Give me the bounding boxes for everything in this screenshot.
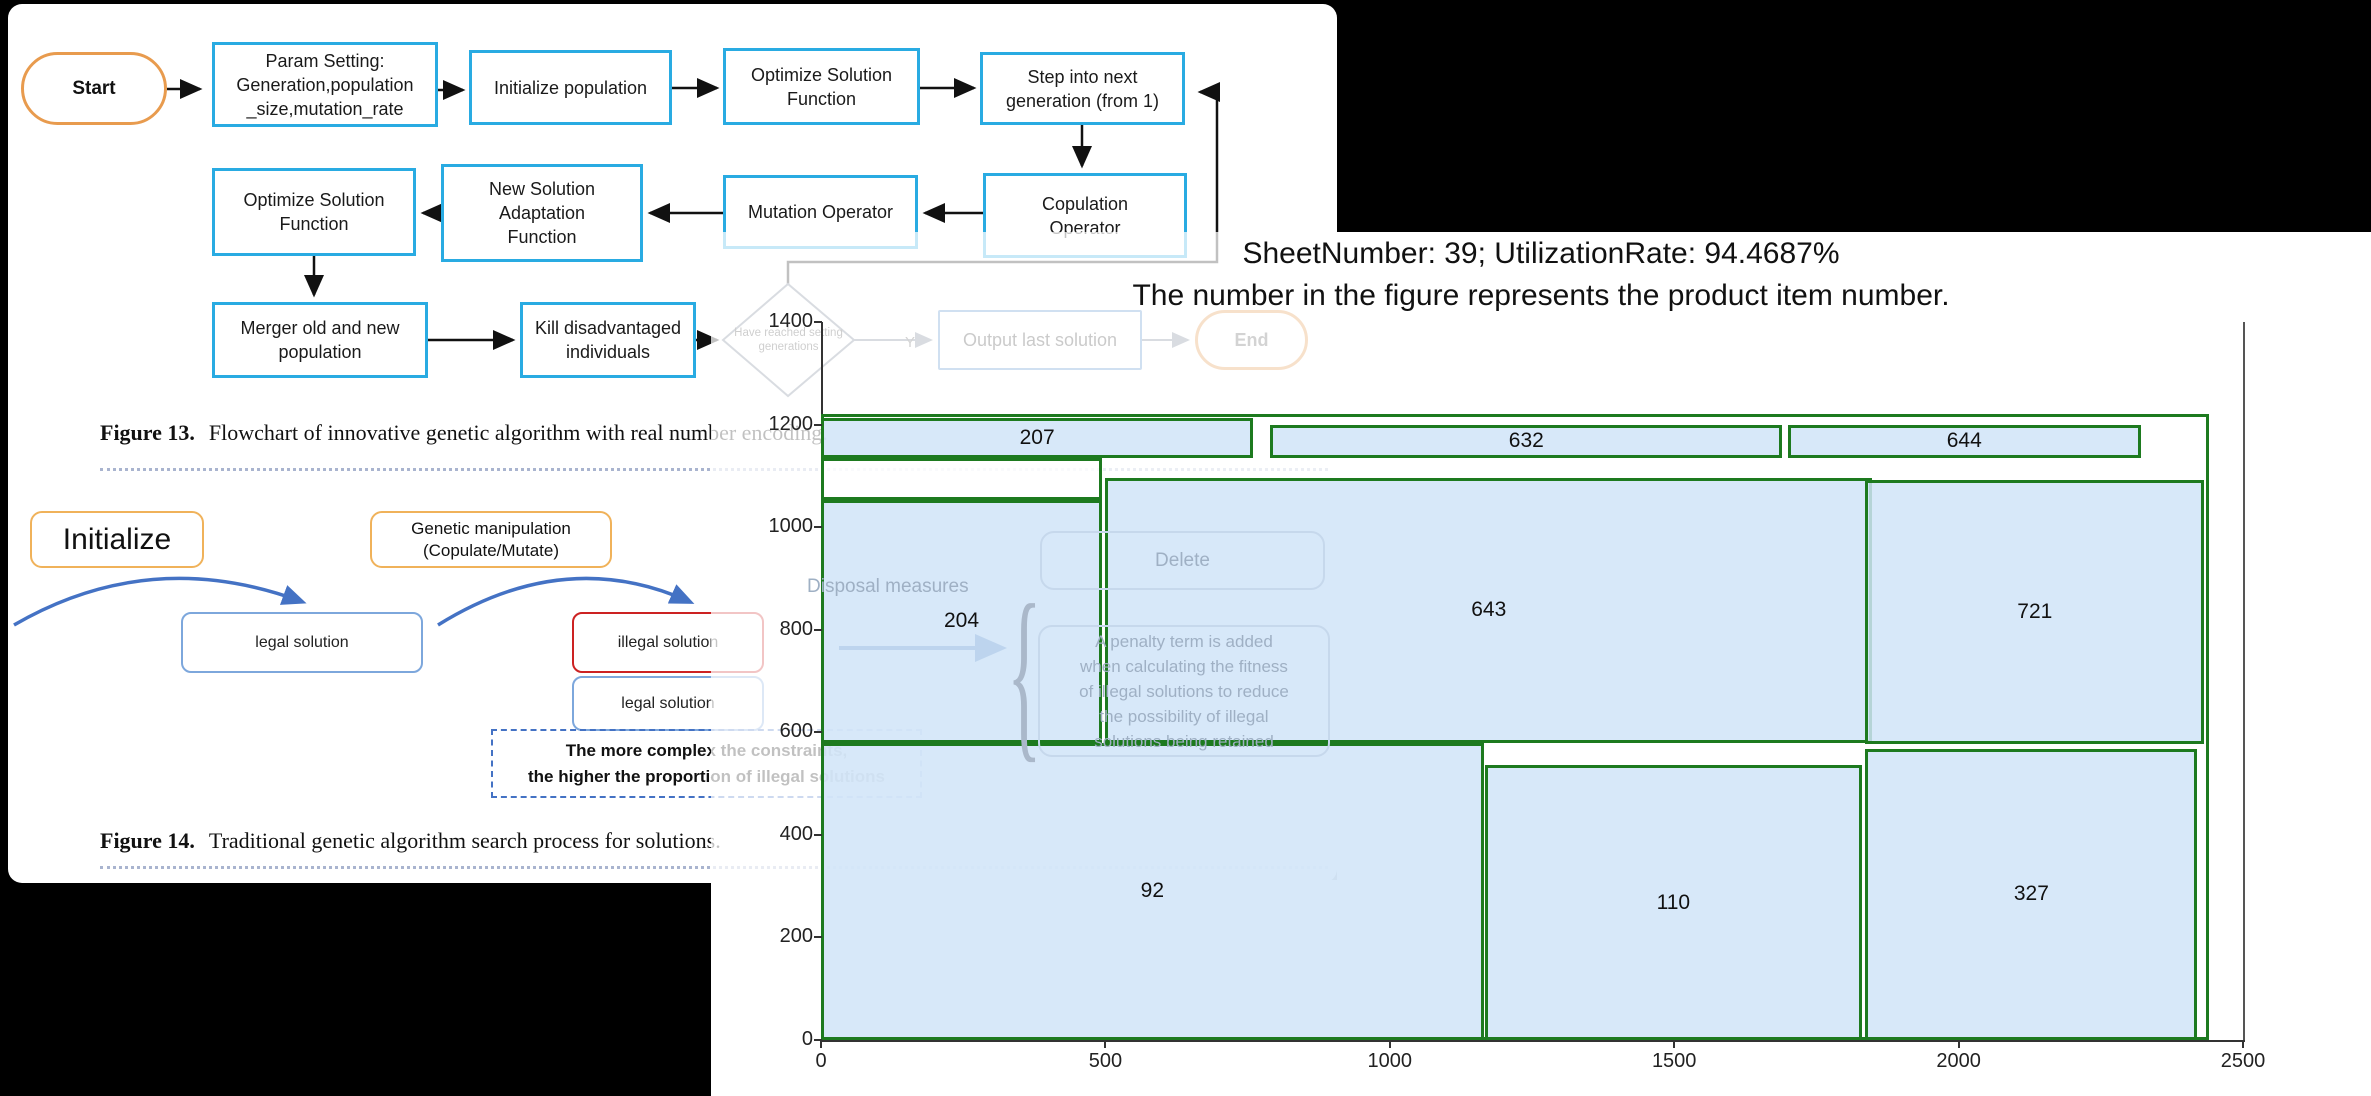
y-tick-mark	[814, 1039, 822, 1041]
x-tick-mark	[1388, 1040, 1391, 1048]
y-tick-label: 400	[779, 822, 813, 845]
chart-title: SheetNumber: 39; UtilizationRate: 94.468…	[1242, 237, 1840, 270]
product-rect-204: 204	[821, 499, 1102, 743]
product-rect-327: 327	[1865, 748, 2198, 1040]
disposal-measures-label: Disposal measures	[807, 576, 969, 597]
product-item-number: 110	[1656, 890, 1691, 914]
chart-figure-window[interactable]: 207 632 644 204 643 721 92 110 327 Disposal meas…	[711, 232, 2371, 1096]
product-item-number: 643	[1471, 598, 1507, 622]
product-item-number: 207	[1019, 425, 1055, 449]
flow-node-initialize: Initialize	[30, 511, 204, 568]
y-tick-label: 1000	[768, 515, 814, 538]
x-tick-label: 2000	[1936, 1050, 1981, 1072]
product-item-number: 721	[2017, 599, 2053, 623]
x-tick-mark	[1957, 1040, 1960, 1048]
y-tick-mark	[814, 320, 822, 323]
arrow-genetic-illegal	[437, 576, 695, 627]
flow-node-start: Start	[21, 52, 167, 125]
x-tick-label: 1500	[1651, 1050, 1697, 1072]
flow-node-genetic-manipulation: Genetic manipulation(Copulate/Mutate)	[370, 511, 612, 568]
flow-node-legal-solution-1: legal solution	[181, 612, 423, 673]
x-axis-spine	[821, 1040, 2245, 1042]
flow-node-initialize-population: Initialize population	[469, 50, 672, 125]
x-tick-label: 500	[1088, 1050, 1123, 1072]
y-tick-mark	[814, 731, 822, 734]
product-item-number: 644	[1946, 429, 1982, 453]
product-item-number: 327	[2013, 882, 2049, 906]
x-tick-mark	[1104, 1040, 1107, 1048]
product-rect-643: 643	[1105, 478, 1873, 743]
disposal-arrow	[839, 634, 1007, 662]
plot-area: 207 632 644 204 643 721 92 110 327	[711, 232, 2371, 1096]
y-tick-label: 200	[779, 925, 813, 948]
y-tick-label: 600	[779, 720, 813, 743]
product-rect-207: 207	[821, 417, 1254, 458]
y-tick-label: 1400	[768, 309, 814, 332]
figure14-caption: Figure 14. Traditional genetic algorithm …	[100, 828, 721, 854]
y-tick-mark	[814, 526, 822, 529]
arrow-initialize-legal	[13, 576, 307, 627]
x-tick-label: 2500	[2220, 1050, 2266, 1072]
chart-subtitle: The number in the figure represents the …	[1132, 279, 1950, 312]
x-tick-mark	[2242, 1040, 2244, 1048]
product-rect-110: 110	[1484, 765, 1862, 1040]
product-item-number: 204	[943, 609, 980, 633]
y-tick-label: 1200	[768, 412, 814, 435]
right-axis-spine	[2243, 322, 2245, 1040]
figure13-caption-label: Figure 13.	[100, 420, 195, 445]
unused-gap-rect	[821, 457, 1102, 500]
product-rect-721: 721	[1865, 479, 2205, 744]
y-tick-mark	[814, 936, 822, 939]
figure14-caption-label: Figure 14.	[100, 828, 195, 853]
product-rect-644: 644	[1787, 424, 2141, 458]
disposal-brace: {	[1007, 565, 1042, 778]
x-tick-mark	[820, 1040, 822, 1048]
product-rect-92: 92	[821, 742, 1484, 1040]
product-item-number: 92	[1140, 879, 1164, 903]
figure14-caption-text: Traditional genetic algorithm search pro…	[208, 828, 721, 853]
y-tick-mark	[814, 423, 822, 426]
product-rect-632: 632	[1270, 424, 1783, 458]
y-tick-mark	[814, 628, 822, 631]
y-tick-label: 0	[801, 1028, 813, 1050]
product-item-number: 632	[1508, 429, 1544, 453]
flow-node-param-setting: Param Setting:Generation,population_size…	[212, 42, 438, 127]
y-tick-mark	[814, 833, 822, 836]
x-tick-mark	[1673, 1040, 1676, 1048]
x-tick-label: 1000	[1367, 1050, 1413, 1072]
delete-option-box: Delete	[1040, 531, 1325, 590]
y-tick-label: 800	[779, 617, 813, 640]
x-tick-label: 0	[815, 1050, 827, 1072]
